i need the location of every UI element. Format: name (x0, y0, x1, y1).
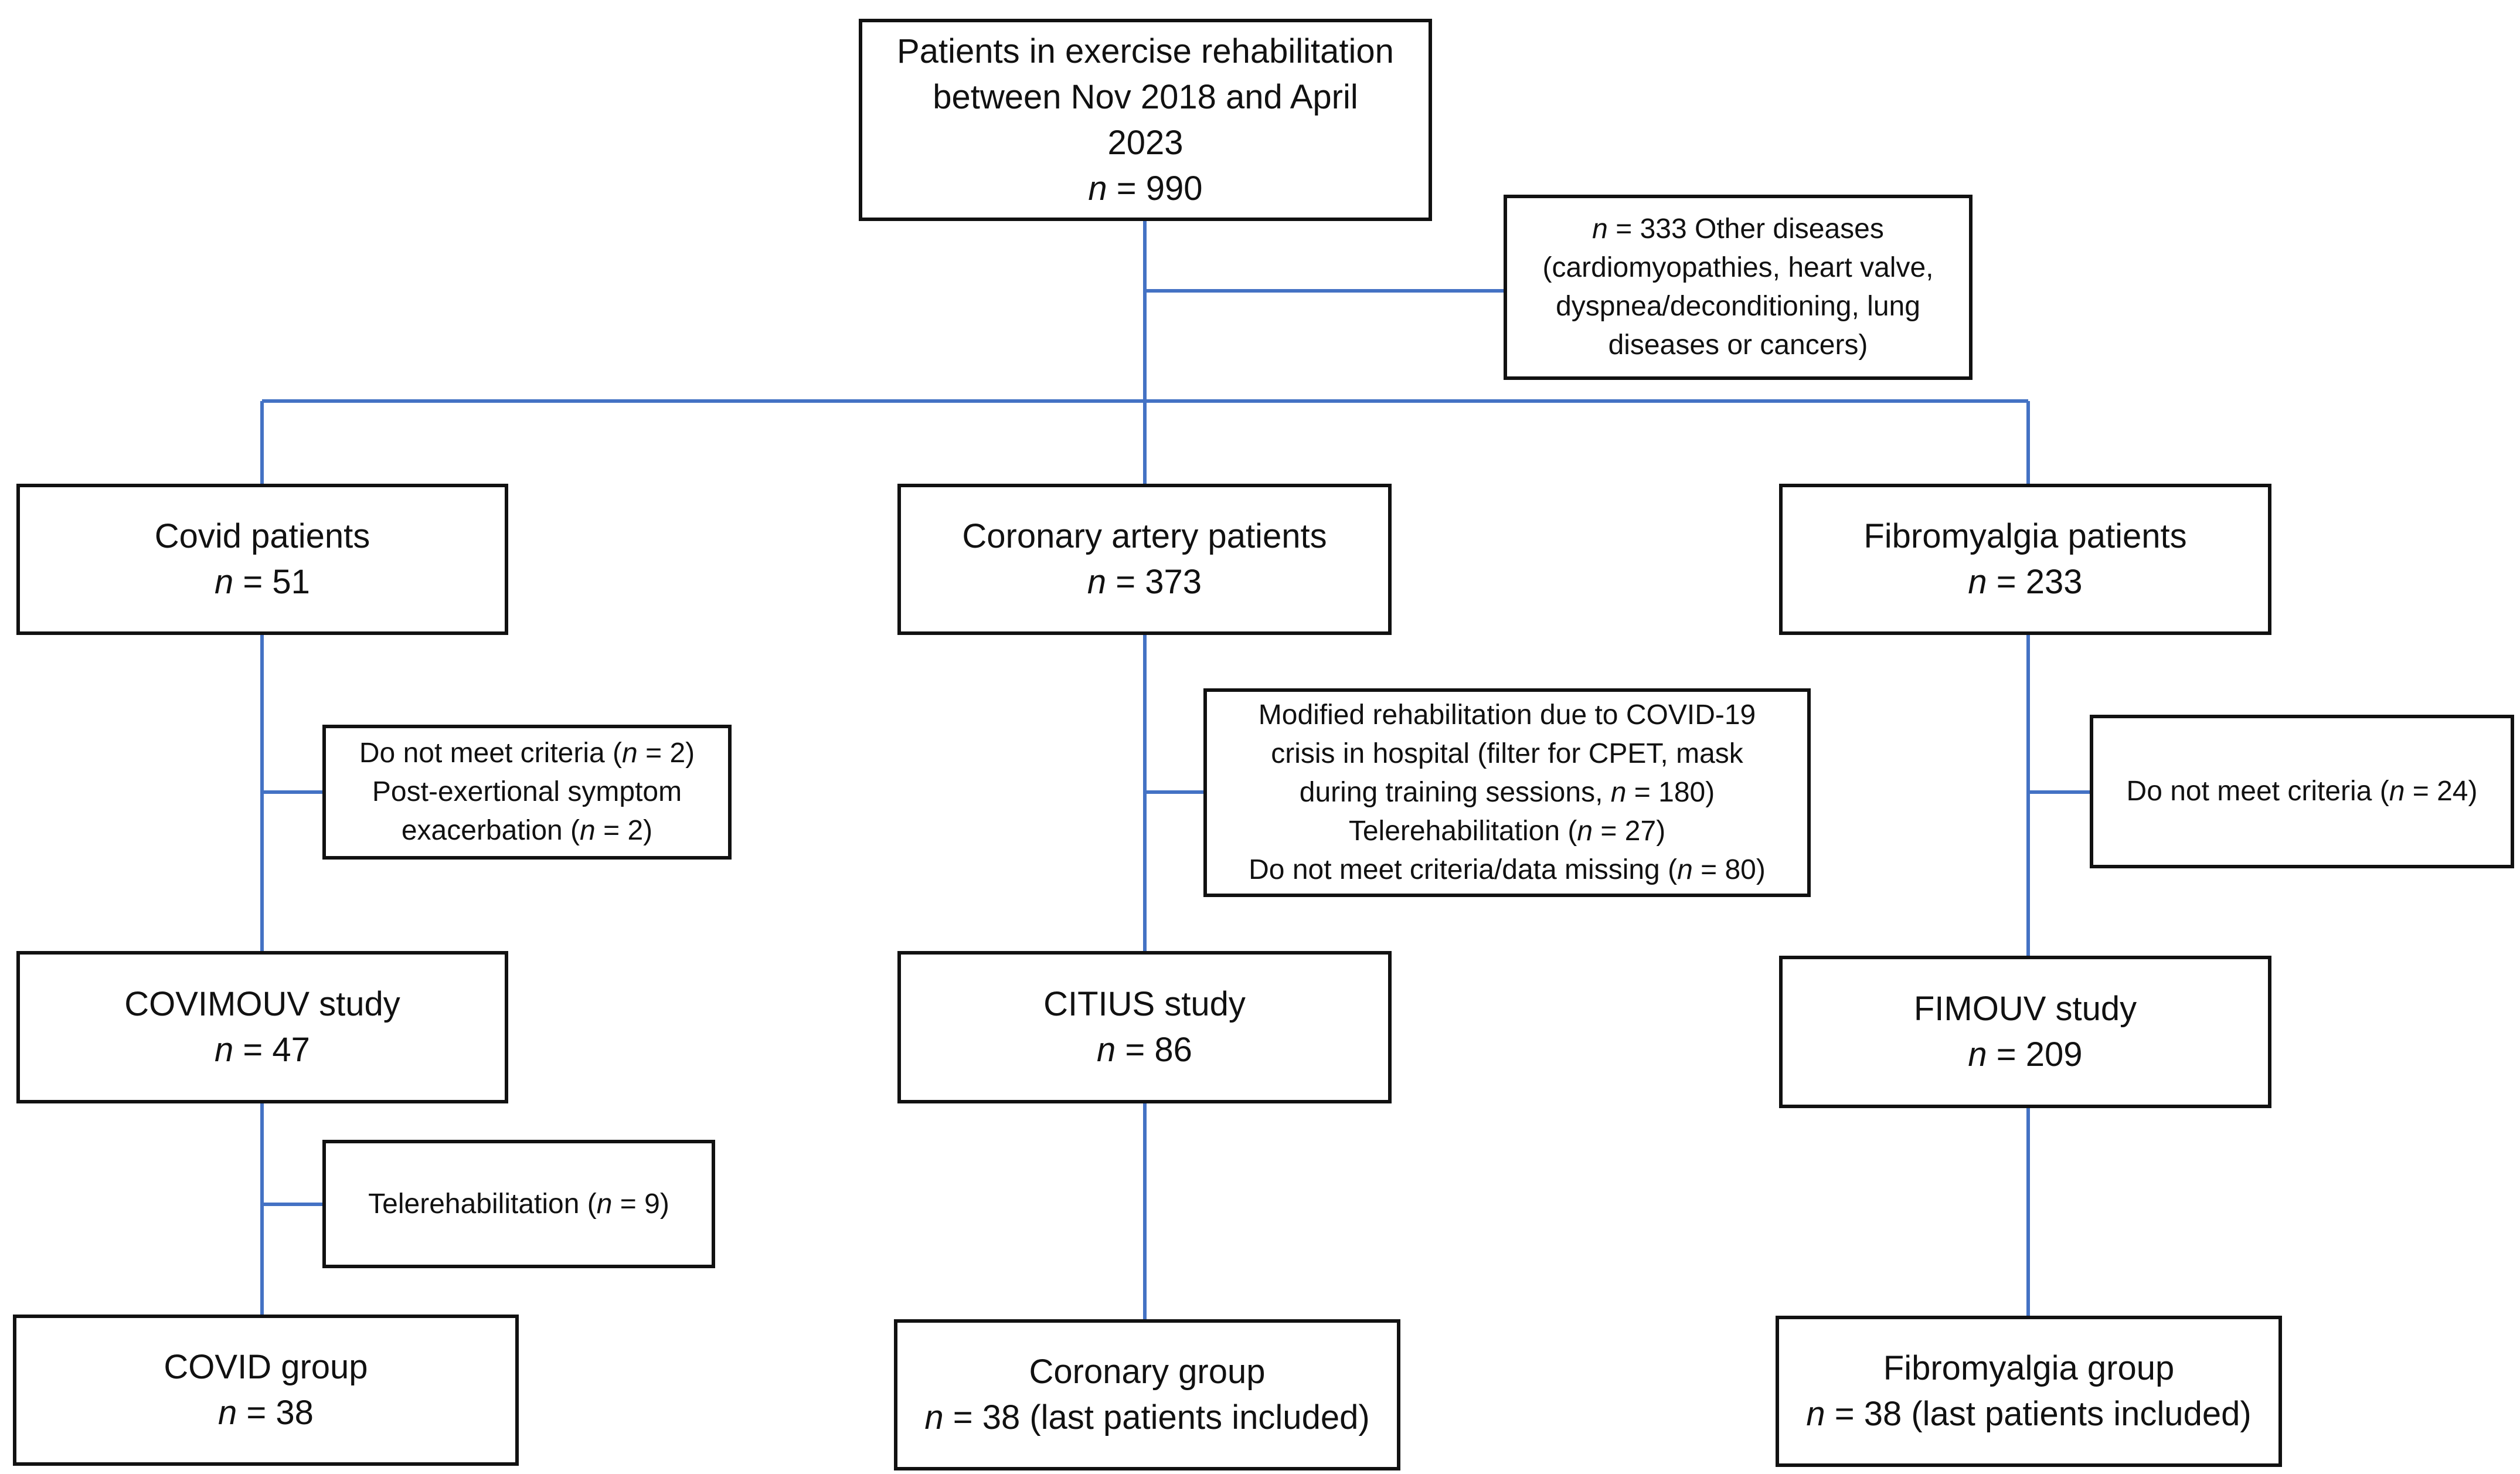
coronary-exclusion-box: Modified rehabilitation due to COVID-19 … (1203, 688, 1811, 897)
fibro-excl-line: Do not meet criteria (n = 24) (2126, 776, 2478, 807)
other-line-2: (cardiomyopathies, heart valve, (1542, 252, 1934, 283)
fimouv-count: n = 209 (1968, 1035, 2083, 1074)
coronary-patients-title: Coronary artery patients (962, 517, 1327, 555)
coronary-excl-line-5: Do not meet criteria/data missing (n = 8… (1249, 854, 1766, 885)
covid-excl-line-1: Do not meet criteria (n = 2) (359, 738, 695, 769)
covid-patients-title: Covid patients (154, 517, 370, 555)
covid-patients-box: Covid patients n = 51 (16, 484, 508, 635)
citius-study-box: CITIUS study n = 86 (897, 951, 1392, 1103)
coronary-group-box: Coronary group n = 38 (last patients inc… (894, 1319, 1400, 1470)
covid-patients-count: n = 51 (215, 563, 310, 601)
total-line-1: Patients in exercise rehabilitation (897, 32, 1394, 70)
covid-telerehab-box: Telerehabilitation (n = 9) (322, 1140, 715, 1268)
fimouv-title: FIMOUV study (1913, 990, 2137, 1028)
coronary-excl-line-3: during training sessions, n = 180) (1299, 777, 1715, 808)
other-line-1: n = 333 Other diseases (1592, 213, 1884, 244)
covimouv-study-box: COVIMOUV study n = 47 (16, 951, 508, 1103)
other-line-3: dyspnea/deconditioning, lung (1556, 291, 1920, 322)
covid-telerehab-line: Telerehabilitation (n = 9) (368, 1188, 669, 1220)
covid-group-title: COVID group (164, 1348, 368, 1386)
total-line-3: 2023 (1107, 123, 1184, 162)
coronary-excl-line-2: crisis in hospital (filter for CPET, mas… (1271, 738, 1743, 769)
covid-excl-line-3: exacerbation (n = 2) (401, 815, 653, 846)
coronary-patients-count: n = 373 (1087, 563, 1202, 601)
total-line-2: between Nov 2018 and April (933, 77, 1358, 116)
coronary-group-title: Coronary group (1029, 1353, 1266, 1391)
covid-exclusion-box: Do not meet criteria (n = 2) Post-exerti… (322, 725, 732, 860)
fibro-exclusion-box: Do not meet criteria (n = 24) (2090, 715, 2514, 868)
other-line-4: diseases or cancers) (1608, 330, 1868, 361)
fimouv-study-box: FIMOUV study n = 209 (1779, 956, 2271, 1108)
coronary-patients-box: Coronary artery patients n = 373 (897, 484, 1392, 635)
fibro-patients-title: Fibromyalgia patients (1863, 517, 2187, 555)
covimouv-title: COVIMOUV study (124, 985, 400, 1023)
covimouv-count: n = 47 (215, 1031, 310, 1069)
covid-group-box: COVID group n = 38 (13, 1315, 519, 1466)
covid-group-count: n = 38 (218, 1394, 314, 1432)
citius-count: n = 86 (1097, 1031, 1192, 1069)
fibro-group-count: n = 38 (last patients included) (1806, 1395, 2252, 1433)
other-diseases-box: n = 333 Other diseases (cardiomyopathies… (1504, 195, 1973, 380)
fibro-patients-count: n = 233 (1968, 563, 2083, 601)
coronary-excl-line-1: Modified rehabilitation due to COVID-19 (1258, 699, 1756, 731)
total-patients-box: Patients in exercise rehabilitation betw… (859, 19, 1432, 221)
covid-excl-line-2: Post-exertional symptom (372, 776, 682, 807)
fibro-group-title: Fibromyalgia group (1883, 1349, 2175, 1387)
fibro-patients-box: Fibromyalgia patients n = 233 (1779, 484, 2271, 635)
coronary-group-count: n = 38 (last patients included) (924, 1398, 1370, 1436)
coronary-excl-line-4: Telerehabilitation (n = 27) (1348, 816, 1666, 847)
fibro-group-box: Fibromyalgia group n = 38 (last patients… (1776, 1316, 2282, 1467)
total-count: n = 990 (1088, 169, 1203, 208)
citius-title: CITIUS study (1043, 985, 1246, 1023)
